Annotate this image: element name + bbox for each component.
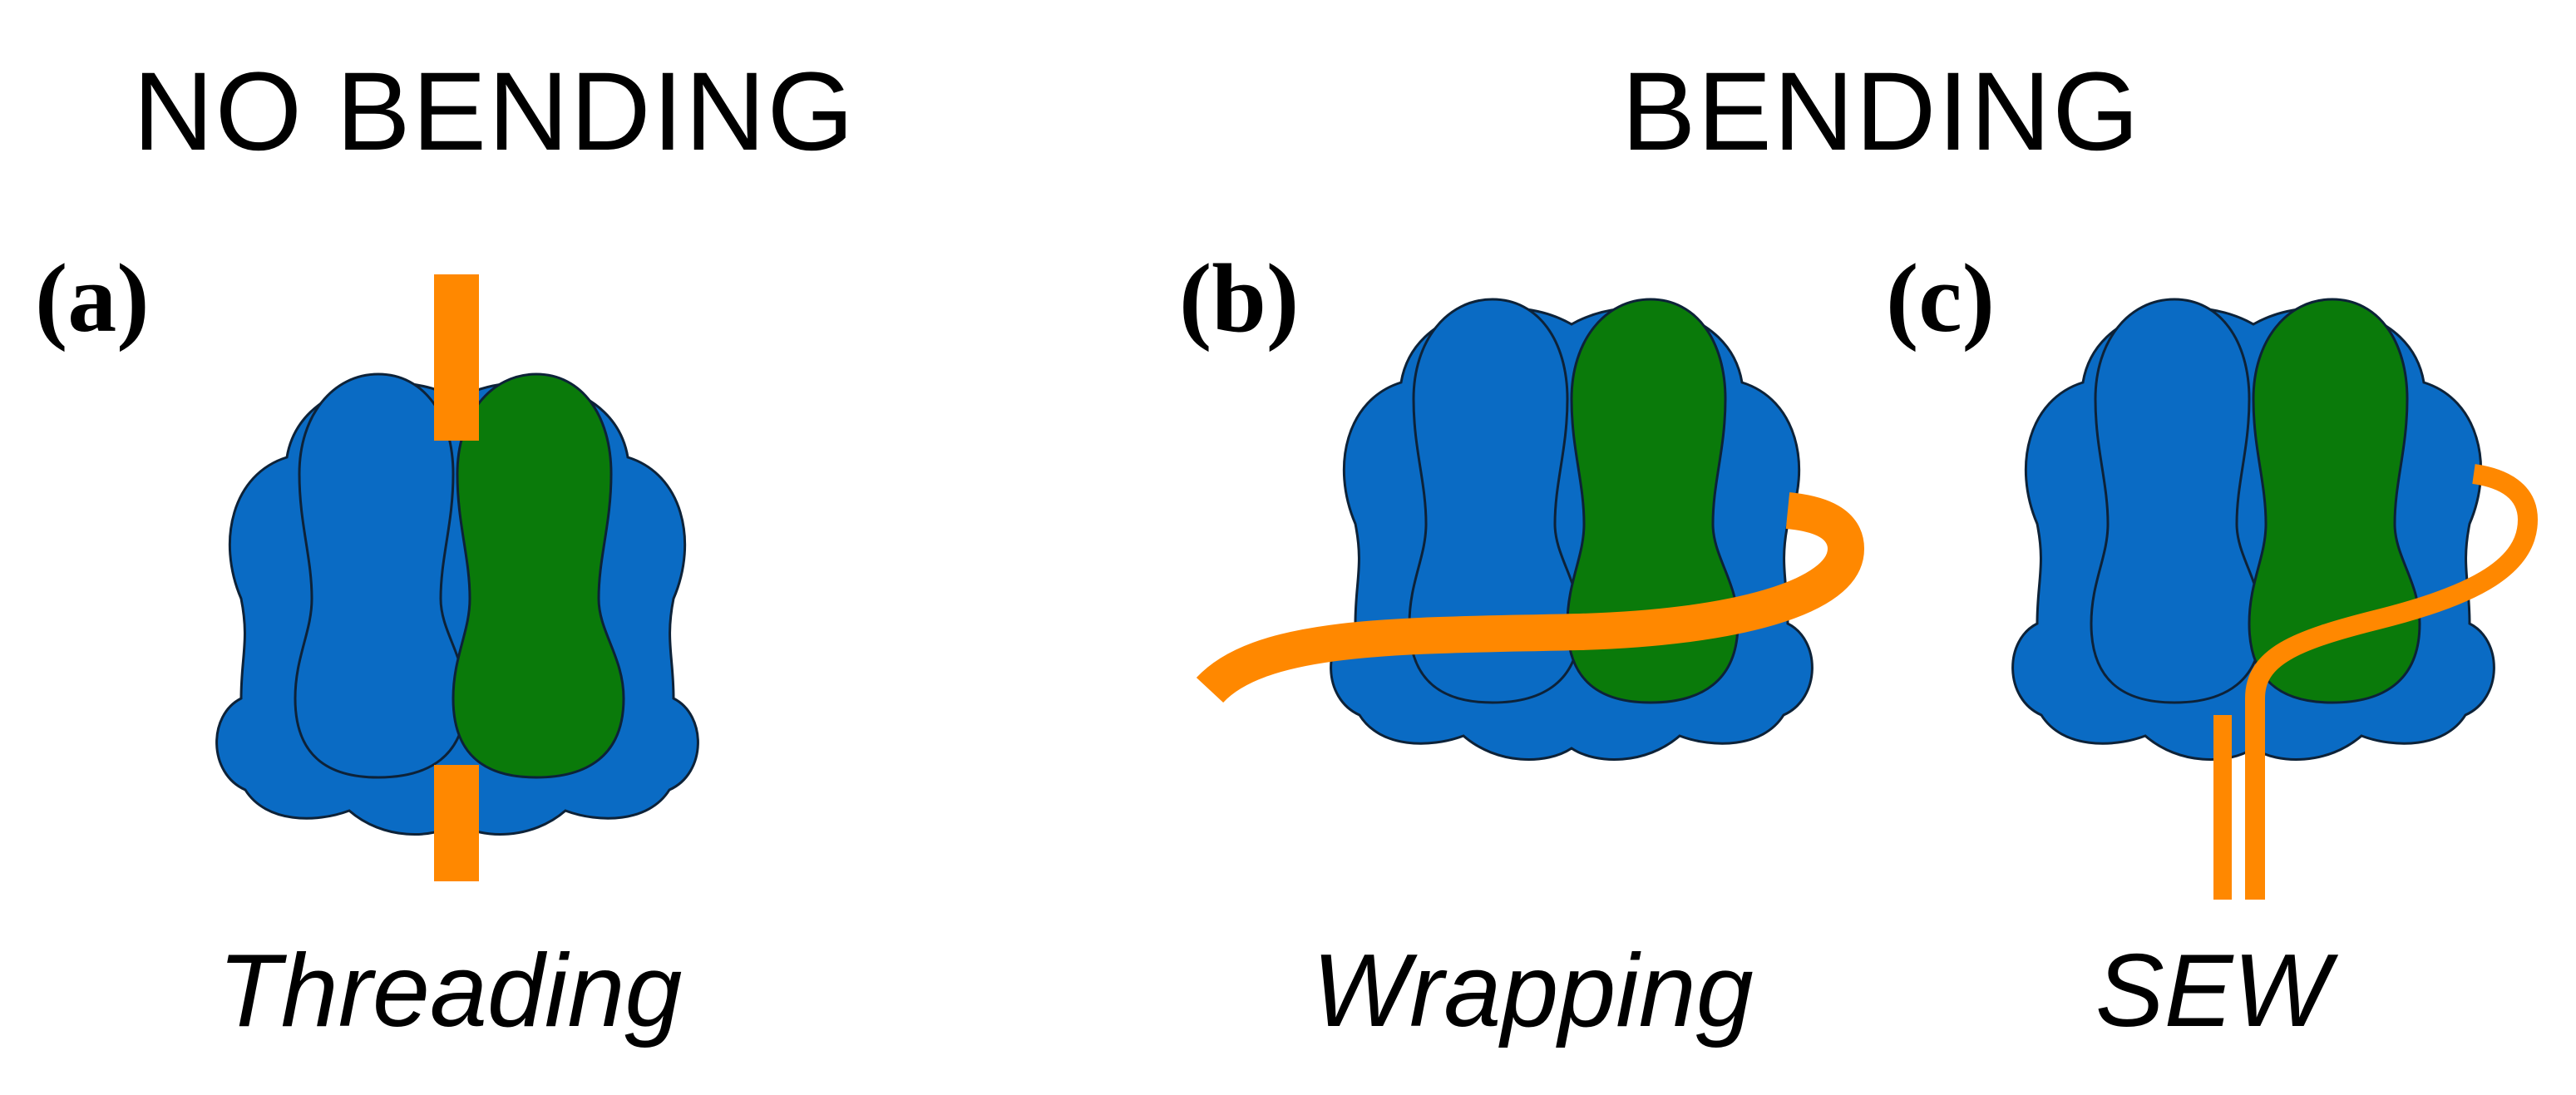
caption-sew: SEW [2095, 934, 2331, 1048]
heading-bending: BENDING [1621, 50, 2141, 174]
dna-strand-sew-hook [2245, 464, 2539, 900]
panel-label-b: (b) [1179, 244, 1300, 353]
panel-a-threading-art [215, 274, 699, 881]
heading-no-bending: NO BENDING [133, 50, 856, 174]
panel-label-c: (c) [1886, 244, 1995, 353]
panel-c-sew-art [2011, 298, 2539, 900]
dna-strand-sew-leg [2213, 715, 2232, 900]
dna-strand-wrapping [1196, 492, 1865, 703]
panel-label-a: (a) [35, 244, 150, 353]
caption-threading: Threading [218, 934, 683, 1048]
caption-wrapping: Wrapping [1312, 934, 1754, 1048]
panel-b-wrapping-art [1196, 298, 1865, 762]
